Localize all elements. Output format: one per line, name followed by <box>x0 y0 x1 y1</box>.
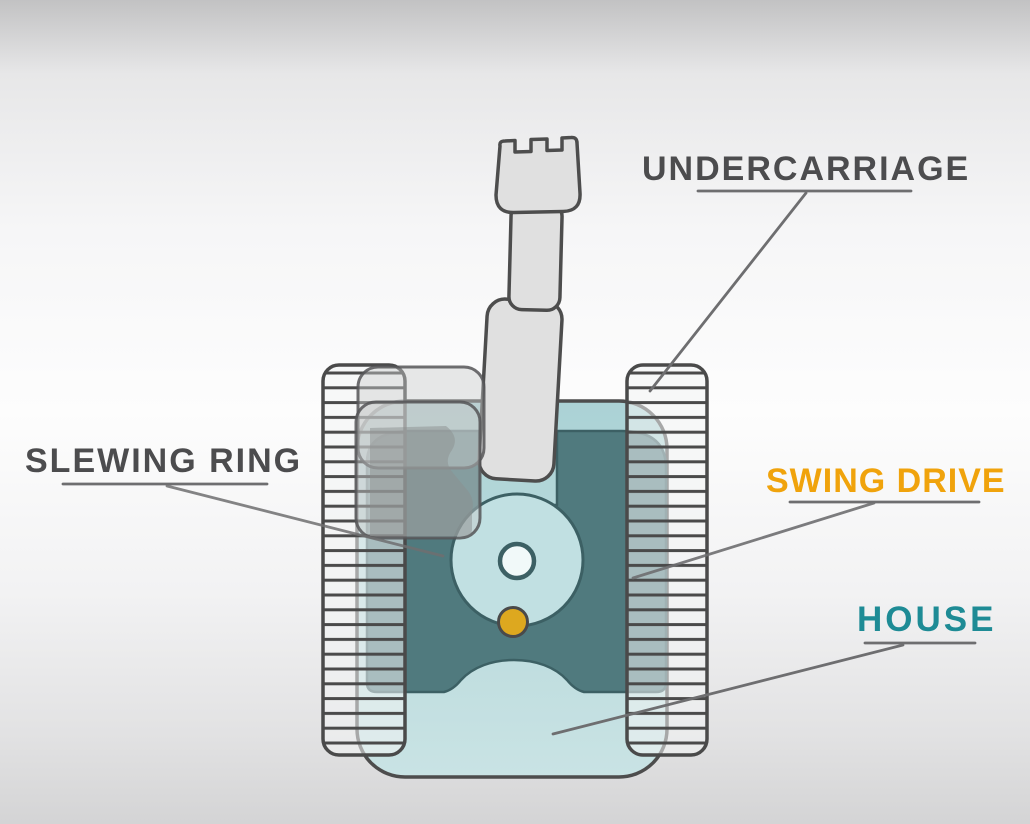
leader-lines <box>61 189 981 736</box>
swing-drive-dot <box>497 606 529 638</box>
right-track-rungs <box>627 365 707 755</box>
bucket <box>494 135 582 215</box>
label-slewing-ring: SLEWING RING <box>25 442 303 480</box>
arm-lower-segment <box>477 297 564 483</box>
house-leader <box>551 643 905 736</box>
label-house: HOUSE <box>857 600 997 639</box>
right-track-outline <box>625 363 709 757</box>
center-pin <box>497 541 537 581</box>
label-undercarriage: UNDERCARRIAGE <box>642 150 971 188</box>
slewing-ring-leader <box>165 484 445 558</box>
left-track-outline <box>321 363 407 757</box>
ghost-counterweight <box>370 426 473 536</box>
label-swing-drive: SWING DRIVE <box>766 462 1006 500</box>
undercarriage-leader <box>648 191 808 393</box>
arm-upper-segment <box>507 200 564 313</box>
ghost-overlays <box>354 365 486 540</box>
boom-arm <box>477 135 582 483</box>
right-track <box>625 363 709 757</box>
swing-drive-leader <box>631 501 876 580</box>
